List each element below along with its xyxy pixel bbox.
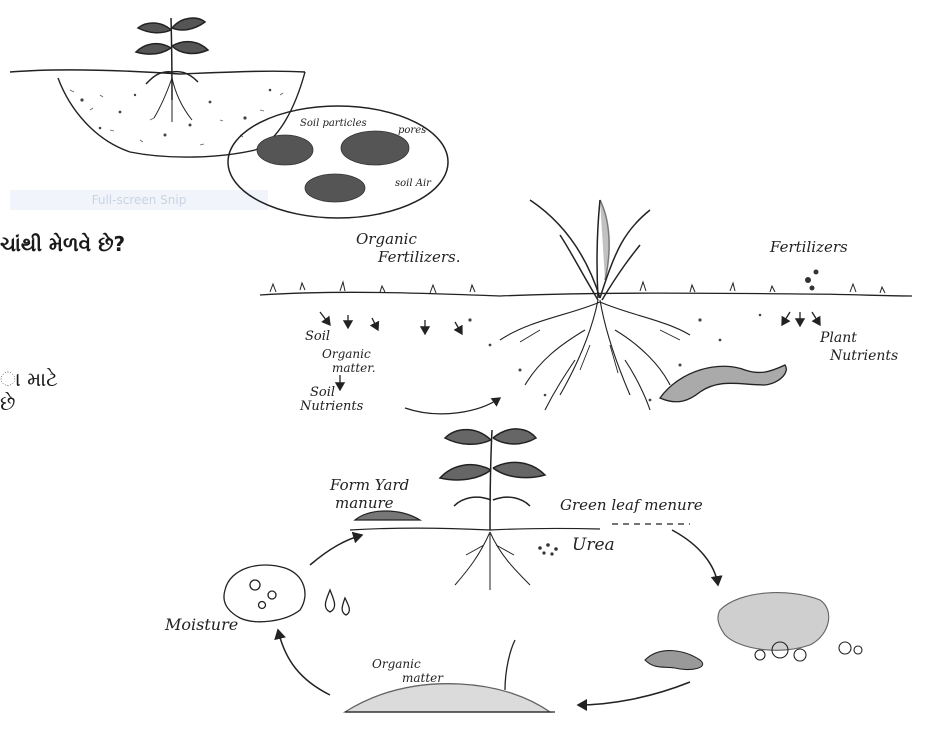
organic-matter-mound: [345, 640, 555, 712]
middle-arrows: [320, 312, 820, 414]
seedling-top: [136, 18, 208, 122]
cycle-plant: [440, 429, 545, 590]
svg-text:Urea: Urea: [572, 535, 615, 555]
middle-plant: [530, 200, 650, 300]
fertilizer-pellets: [805, 270, 819, 291]
svg-text:Organic: Organic: [372, 657, 421, 671]
cycle-labels: Form Yard manure Green leaf menure Urea …: [164, 476, 703, 685]
svg-text:Nutrients: Nutrients: [299, 399, 364, 414]
svg-text:Nutrients: Nutrients: [829, 348, 898, 364]
svg-text:Organic: Organic: [322, 347, 371, 361]
svg-text:Green leaf menure: Green leaf menure: [560, 496, 703, 514]
svg-text:Form Yard: Form Yard: [329, 476, 409, 494]
svg-text:Organic: Organic: [356, 230, 417, 248]
svg-text:Fertilizers.: Fertilizers.: [377, 248, 460, 266]
svg-text:pores: pores: [398, 125, 426, 136]
svg-text:matter: matter: [402, 671, 444, 685]
svg-text:Plant: Plant: [819, 330, 857, 346]
microbes-cluster: [645, 593, 862, 670]
root-system: [500, 300, 690, 410]
cycle-arrows: [278, 530, 718, 705]
urea-granules: [538, 543, 558, 555]
svg-text:Soil particles: Soil particles: [300, 118, 367, 129]
svg-text:Soil: Soil: [305, 329, 330, 344]
middle-labels: Organic Fertilizers. Fertilizers Soil Or…: [299, 230, 898, 414]
svg-text:Moisture: Moisture: [164, 615, 238, 634]
moisture-blob: [224, 565, 349, 622]
earthworm-middle: [660, 365, 786, 402]
svg-text:soil Air: soil Air: [395, 178, 432, 189]
svg-text:matter.: matter.: [332, 361, 376, 375]
svg-text:Soil: Soil: [310, 385, 335, 400]
svg-text:Fertilizers: Fertilizers: [769, 238, 848, 256]
svg-text:manure: manure: [335, 494, 394, 512]
